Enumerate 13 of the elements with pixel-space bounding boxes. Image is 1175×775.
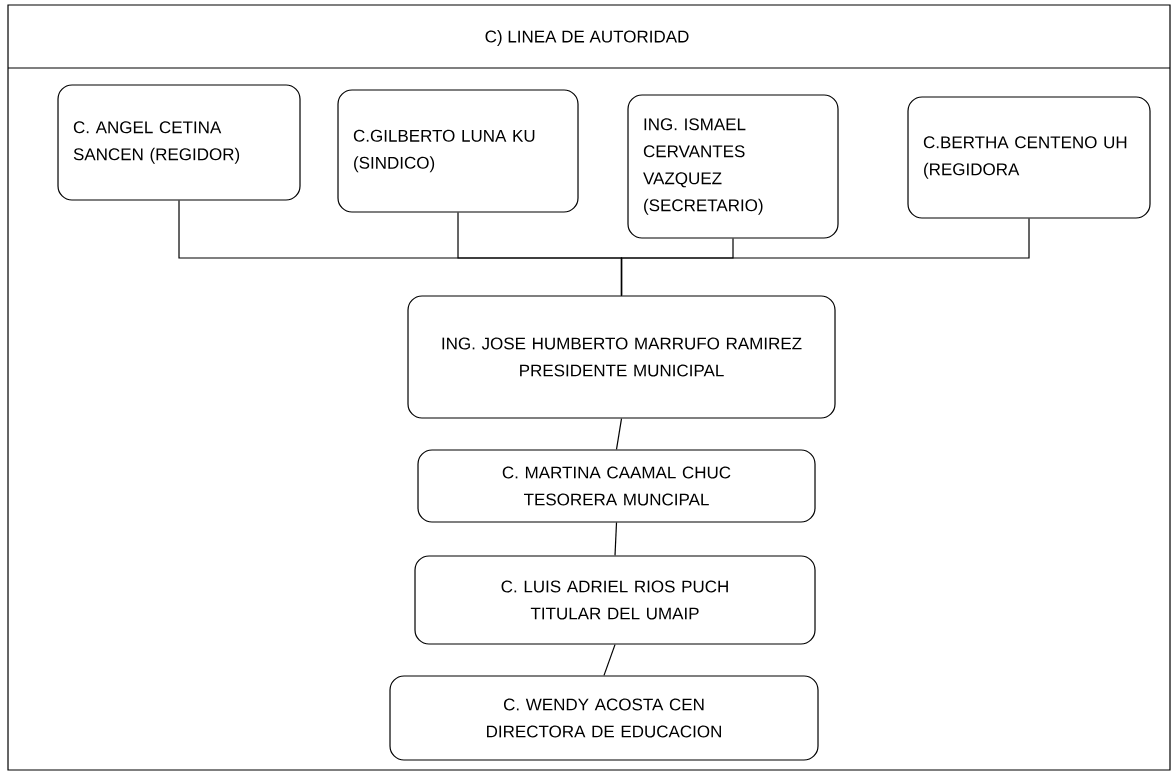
person-box: C. LUIS ADRIEL RIOS PUCH TITULAR DEL UMAIP (414, 555, 816, 645)
person-box: C.GILBERTO LUNA KU (SINDICO) (337, 89, 579, 213)
title: C) LINEA DE AUTORIDAD (485, 30, 689, 46)
person-box: C.BERTHA CENTENO UH (REGIDORA (907, 96, 1151, 219)
connector-line (603, 644, 616, 676)
person-box: ING. JOSE HUMBERTO MARRUFO RAMIREZ PRESIDENTE MUNICIPAL (407, 295, 836, 419)
connector-line (615, 418, 623, 450)
person-box: C. ANGEL CETINA SANCEN (REGIDOR) (57, 84, 301, 201)
person-box: C. WENDY ACOSTA CEN DIRECTORA DE EDUCACION (389, 675, 819, 761)
connector-line (620, 218, 1030, 296)
connector-line (614, 522, 618, 556)
person-box: C. MARTINA CAAMAL CHUC TESORERA MUNCIPAL (417, 449, 816, 523)
person-box: ING. ISMAEL CERVANTES VAZQUEZ (SECRETARIO) (627, 94, 839, 239)
